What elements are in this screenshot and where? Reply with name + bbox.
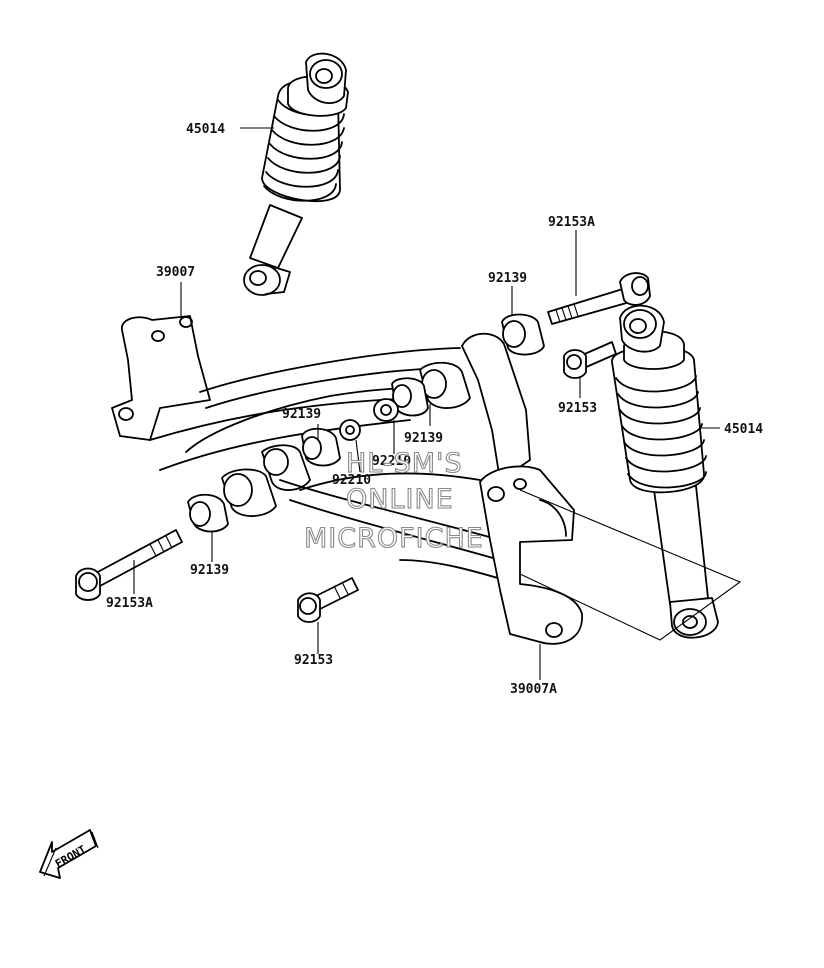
bolt-bottom[interactable] <box>297 577 359 623</box>
bolt-right-small[interactable] <box>563 341 617 379</box>
label-arm-upper: 39007 <box>156 265 195 280</box>
label-collar-a: 92210 <box>372 454 411 469</box>
bolt-top-right[interactable] <box>547 272 651 325</box>
label-bushing-left: 92139 <box>190 563 229 578</box>
label-bolt-right-small: 92153 <box>558 401 597 416</box>
collar-b[interactable] <box>339 419 361 441</box>
front-arrow-icon: FRONT <box>39 829 99 879</box>
watermark-line3: MICROFICHE <box>304 523 484 554</box>
bushing-left[interactable] <box>187 493 229 533</box>
bushing-center[interactable] <box>391 377 429 417</box>
upper-a-arm[interactable] <box>111 315 531 517</box>
label-bolt-top-right: 92153A <box>548 215 595 230</box>
bolt-left[interactable] <box>75 529 183 601</box>
label-collar-b: 92210 <box>332 473 371 488</box>
lower-a-arm[interactable] <box>279 465 742 645</box>
watermark: HL-SM'S ONLINE MICROFICHE <box>303 447 484 554</box>
label-bushing-mid: 92139 <box>282 407 321 422</box>
watermark-line2: ONLINE <box>346 484 454 515</box>
bushing-top-right[interactable] <box>501 313 545 356</box>
collar-a[interactable] <box>373 398 399 422</box>
label-arm-lower: 39007A <box>510 682 557 697</box>
label-bolt-bottom: 92153 <box>294 653 333 668</box>
label-bolt-left: 92153A <box>106 596 153 611</box>
bushing-mid[interactable] <box>301 427 341 467</box>
label-shock-right: 45014 <box>724 422 763 437</box>
label-bushing-center: 92139 <box>404 431 443 446</box>
watermark-line1: HL-SM'S <box>346 448 463 479</box>
shock-absorber-upper[interactable] <box>243 52 349 296</box>
leader-lines <box>133 127 720 680</box>
label-shock-upper: 45014 <box>186 122 225 137</box>
shock-absorber-right[interactable] <box>611 304 719 639</box>
label-bushing-top-right: 92139 <box>488 271 527 286</box>
